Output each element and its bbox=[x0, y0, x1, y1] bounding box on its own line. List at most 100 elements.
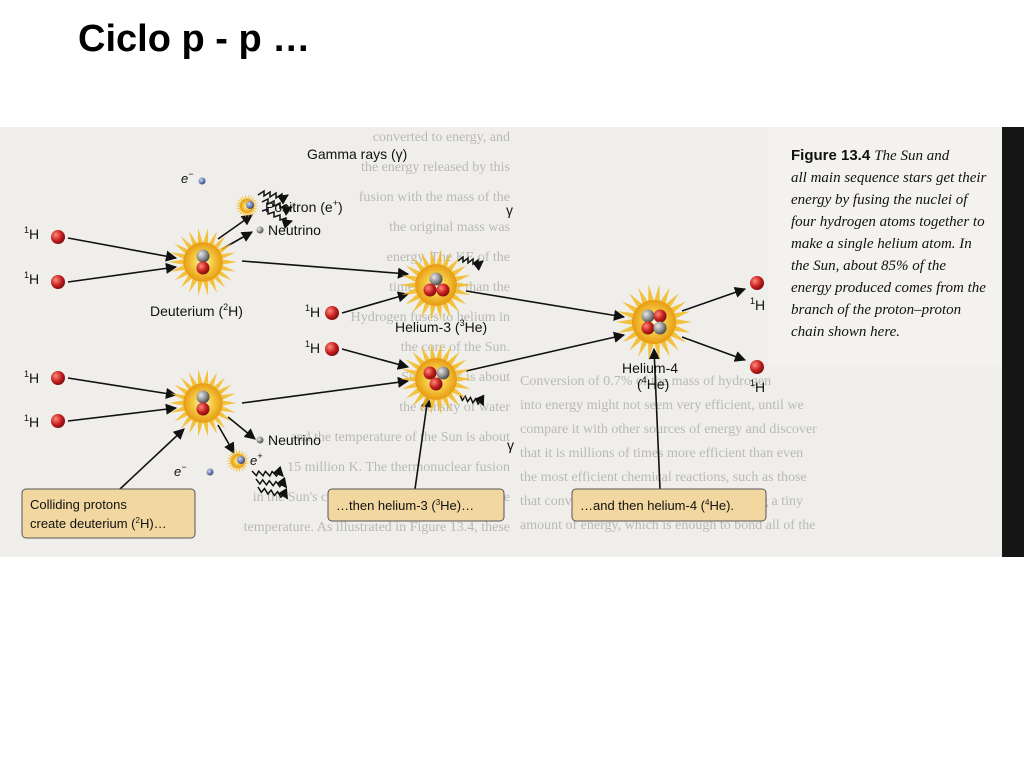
diagram-labels: 1H 1H 1H 1H 1H 1H 1H 1H Gamma rays (γ) e… bbox=[24, 146, 765, 479]
label-1h: 1H bbox=[24, 225, 39, 242]
caption-line-3: energy by fusing the nuclei of bbox=[791, 192, 969, 208]
neutrino-icon bbox=[256, 436, 264, 444]
electron-icon bbox=[198, 177, 206, 185]
step-2-text: …then helium-3 (3He)… bbox=[336, 498, 474, 513]
label-gamma-rays: Gamma rays (γ) bbox=[307, 146, 407, 162]
arrow-h1-to-deuterium-top bbox=[67, 237, 178, 262]
page-edge bbox=[1002, 127, 1024, 557]
background-text-line: the original mass was bbox=[389, 220, 510, 235]
arrow-helium3-bottom-to-helium4 bbox=[465, 331, 626, 372]
caption-line-7: energy produced comes from the bbox=[791, 280, 986, 296]
gamma-wave-icon bbox=[257, 189, 289, 205]
label-1h: 1H bbox=[24, 270, 39, 287]
arrow-step3-pointer bbox=[648, 347, 661, 490]
gamma-wave-icon bbox=[261, 197, 293, 216]
background-text-line: compare it with other sources of energy … bbox=[520, 422, 817, 437]
gamma-wave-icon bbox=[261, 207, 293, 229]
arrow-to-positron-bottom bbox=[217, 424, 235, 454]
arrow-step2-pointer bbox=[414, 395, 433, 490]
step-box-1: Colliding protons create deuterium (2H)… bbox=[21, 488, 196, 539]
label-gamma-top: γ bbox=[506, 202, 513, 218]
arrow-h1-to-helium3-bottom bbox=[341, 348, 410, 370]
background-text-line: the energy released by this bbox=[361, 160, 510, 175]
proton-icon bbox=[51, 371, 65, 385]
proton-icon bbox=[325, 342, 339, 356]
proton-icon bbox=[325, 306, 339, 320]
background-text-line: converted to energy, and bbox=[373, 130, 510, 145]
caption-line-4: four hydrogen atoms together to bbox=[791, 214, 985, 230]
positron-icon bbox=[237, 456, 245, 464]
caption-line-2: all main sequence stars get their bbox=[791, 170, 987, 186]
proton-icon bbox=[750, 360, 764, 374]
positron-icon bbox=[246, 201, 254, 209]
background-text-line: the most efficient chemical reactions, s… bbox=[520, 470, 807, 485]
gamma-wave-icon bbox=[251, 465, 284, 478]
label-positron: Positron (e+) bbox=[265, 198, 343, 215]
label-1h: 1H bbox=[24, 413, 39, 430]
background-text-line: that it is millions of times more effici… bbox=[520, 446, 803, 461]
arrow-h1-to-helium3-top bbox=[341, 291, 410, 314]
proton-icon bbox=[51, 230, 65, 244]
flash-core bbox=[631, 299, 677, 345]
neutrino-icon bbox=[256, 226, 264, 234]
proton-icon bbox=[750, 276, 764, 290]
gamma-wave-icon bbox=[255, 476, 288, 489]
label-1h: 1H bbox=[750, 296, 765, 313]
arrow-step1-pointer bbox=[119, 428, 185, 490]
gamma-wave-icon bbox=[257, 486, 289, 500]
caption-line-5: make a single helium atom. In bbox=[791, 236, 972, 252]
background-text-line: amount of energy, which is enough to bon… bbox=[520, 518, 816, 533]
arrow-to-neutrino-bottom bbox=[227, 416, 256, 440]
arrow-helium4-to-h1-bottom bbox=[681, 336, 747, 362]
deuterium-nucleus-bottom bbox=[196, 390, 210, 416]
label-1h: 1H bbox=[305, 303, 320, 320]
reaction-arrows bbox=[67, 214, 747, 490]
arrow-h1-to-deuterium-top bbox=[67, 262, 178, 283]
caption-line-6: the Sun, about 85% of the bbox=[791, 258, 946, 274]
step-1-line-1: Colliding protons bbox=[30, 497, 127, 512]
step-box-2: …then helium-3 (3He)… bbox=[327, 488, 505, 522]
background-text-line: temperature. As illustrated in Figure 13… bbox=[244, 520, 510, 535]
arrow-helium4-to-h1-top bbox=[681, 287, 747, 312]
gamma-wave-icon bbox=[459, 394, 485, 407]
label-1h: 1H bbox=[305, 339, 320, 356]
arrow-helium3-top-to-helium4 bbox=[465, 290, 626, 321]
slide-title: Ciclo p - p … bbox=[78, 18, 311, 60]
label-neutrino-bottom: Neutrino bbox=[268, 432, 321, 448]
arrow-h1-to-deuterium-bottom bbox=[67, 377, 178, 399]
background-text-line: into energy might not seem very efficien… bbox=[520, 398, 804, 413]
helium3-nucleus-top bbox=[423, 272, 450, 297]
helium4-nucleus bbox=[641, 309, 667, 335]
label-helium4-symbol: (4He) bbox=[637, 375, 669, 392]
arrow-to-positron-top bbox=[217, 214, 253, 240]
background-text-line: fusion with the mass of the bbox=[359, 190, 510, 205]
proton-icon bbox=[51, 414, 65, 428]
deuterium-nucleus-top bbox=[196, 249, 210, 275]
label-helium4: Helium-4 bbox=[622, 360, 678, 376]
gamma-ray-arrows bbox=[251, 189, 485, 500]
protons bbox=[51, 230, 764, 428]
electron-icon bbox=[206, 468, 214, 476]
step-3-text: …and then helium-4 (4He). bbox=[580, 498, 734, 513]
proton-icon bbox=[51, 275, 65, 289]
caption-line-8: branch of the proton–proton bbox=[791, 302, 961, 318]
label-gamma-bottom: γ bbox=[507, 437, 514, 453]
arrow-h1-to-deuterium-bottom bbox=[67, 403, 178, 422]
background-text-line: 15 million K. The thermonuclear fusion bbox=[287, 460, 510, 475]
label-neutrino-top: Neutrino bbox=[268, 222, 321, 238]
background-text-line: Conversion of 0.7% of the mass of hydrog… bbox=[520, 374, 771, 389]
step-1-line-2: create deuterium (2H)… bbox=[30, 516, 167, 531]
gamma-wave-icon bbox=[457, 255, 484, 272]
caption-panel bbox=[768, 127, 1002, 367]
label-helium3: Helium-3 (3He) bbox=[395, 318, 487, 335]
step-box-3: …and then helium-4 (4He). bbox=[571, 488, 767, 522]
figure-svg: converted to energy, and the energy relea… bbox=[0, 127, 1024, 557]
background-text-line: the core of the Sun. bbox=[401, 340, 510, 355]
label-1h: 1H bbox=[24, 369, 39, 386]
label-deuterium: Deuterium (2H) bbox=[150, 302, 243, 319]
background-text-line: Hydrogen fuses to helium in bbox=[351, 310, 510, 325]
label-electron: e− bbox=[181, 169, 194, 186]
helium3-nucleus-bottom bbox=[423, 366, 450, 391]
